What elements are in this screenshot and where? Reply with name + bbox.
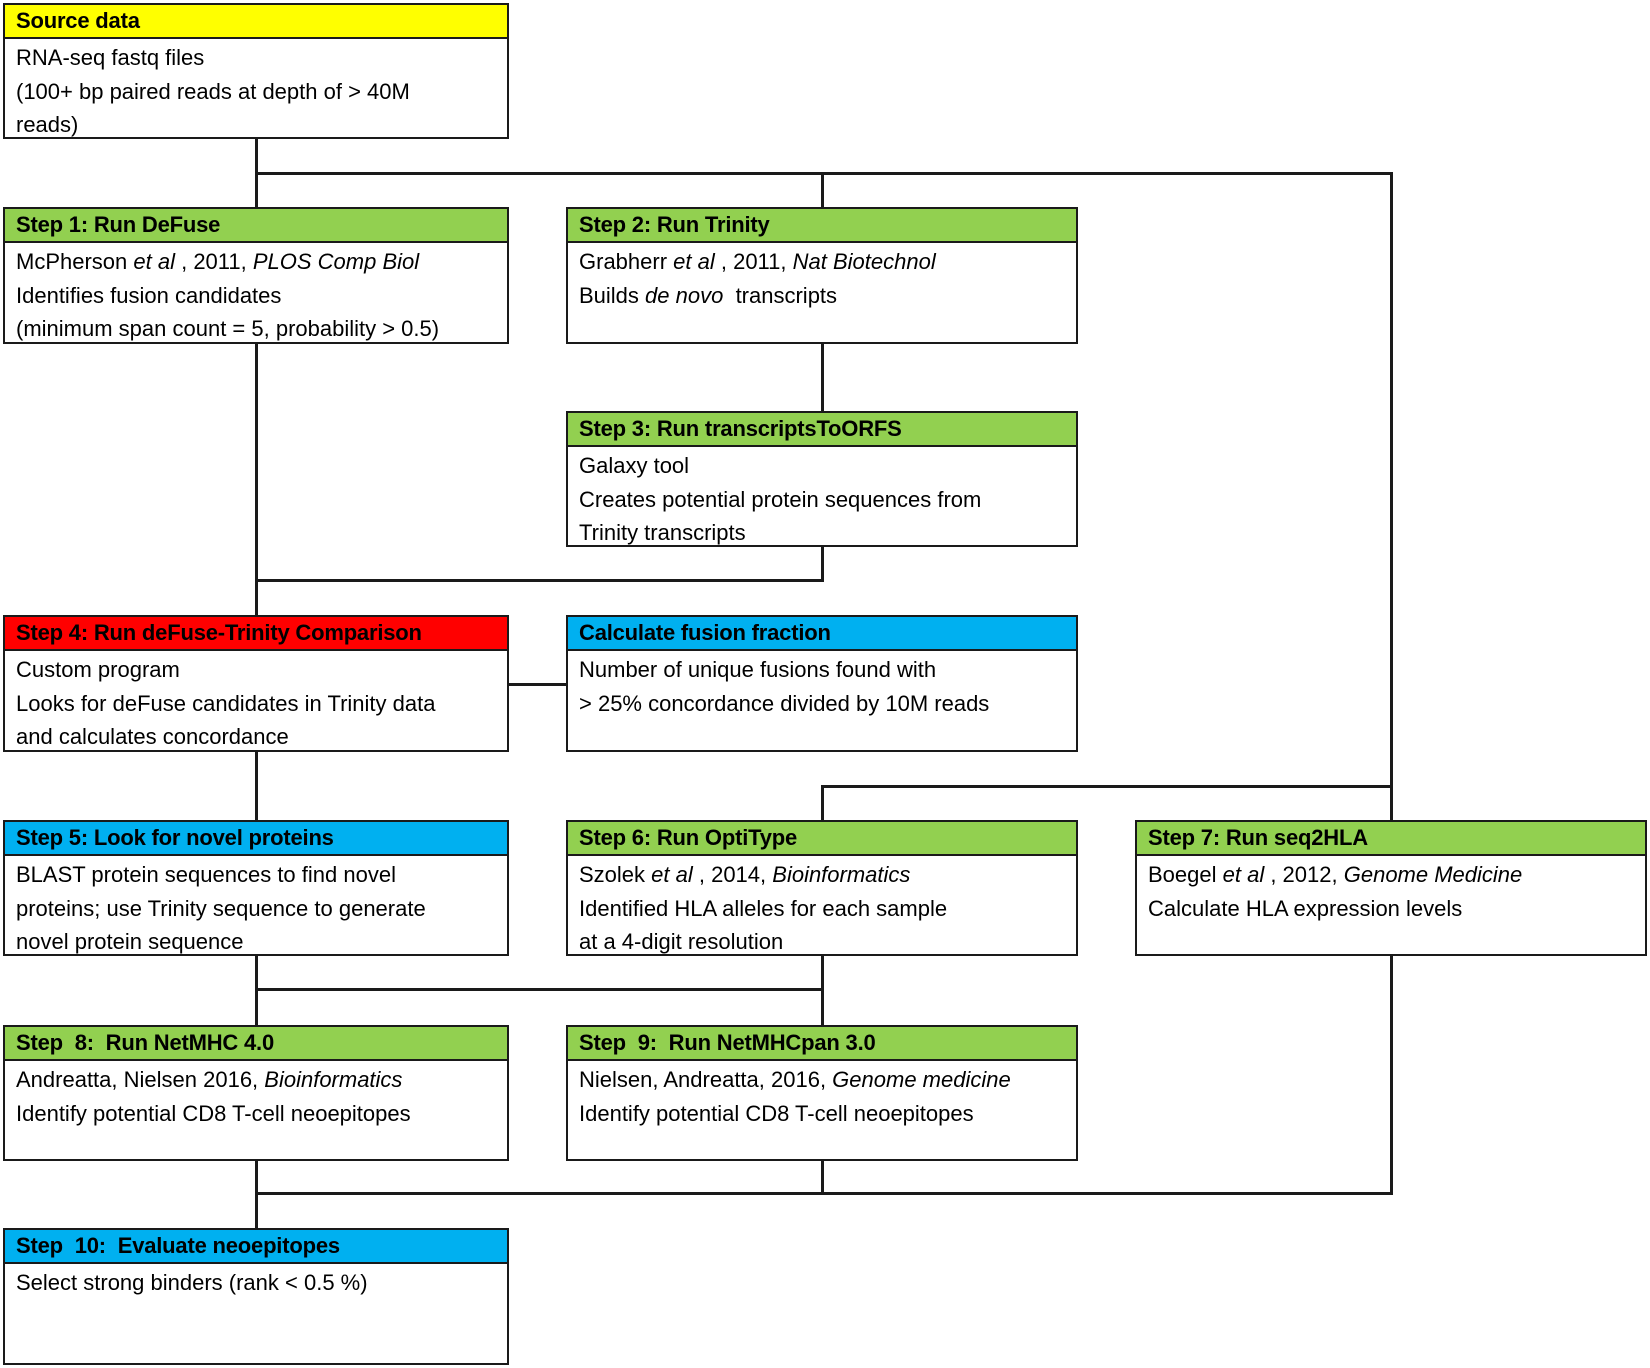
- step2-citation: Grabherr et al , 2011, Nat Biotechnol: [579, 245, 1076, 279]
- step3-line: Galaxy tool: [579, 453, 690, 478]
- source-data-line: (100+ bp paired reads at depth of > 40M: [16, 78, 410, 104]
- connector-step1-to-step4: [255, 342, 258, 617]
- step9-citation: Nielsen, Andreatta, 2016, Genome medicin…: [579, 1063, 1076, 1097]
- connector-step4-to-step5: [255, 750, 258, 822]
- citation-year: , 2014,: [692, 862, 773, 887]
- step6-box: Step 6: Run OptiType Szolek et al , 2014…: [566, 820, 1078, 956]
- step1-box: Step 1: Run DeFuse McPherson et al , 201…: [3, 207, 509, 344]
- desc-text: Builds: [579, 282, 646, 308]
- step3-box: Step 3: Run transcriptsToORFS Galaxy too…: [566, 411, 1078, 547]
- citation-year: , 2012,: [1264, 862, 1344, 887]
- connector-step3-down: [821, 545, 824, 581]
- step1-line: Identifies fusion candidates: [16, 282, 282, 308]
- step2-box: Step 2: Run Trinity Grabherr et al , 201…: [566, 207, 1078, 344]
- citation-year: , 2011,: [174, 249, 253, 274]
- step6-citation: Szolek et al , 2014, Bioinformatics: [579, 858, 1076, 892]
- step7-line: Calculate HLA expression levels: [1148, 895, 1463, 921]
- step5-header: Step 5: Look for novel proteins: [5, 822, 507, 856]
- source-data-header: Source data: [5, 5, 507, 39]
- step7-box: Step 7: Run seq2HLA Boegel et al , 2012,…: [1135, 820, 1647, 956]
- citation-journal: Nat Biotechnol: [792, 249, 936, 274]
- fusion-fraction-line: Number of unique fusions found with: [579, 657, 937, 682]
- step2-description: Builds de novo transcripts: [579, 279, 1076, 313]
- source-data-box: Source data RNA-seq fastq files (100+ bp…: [3, 3, 509, 139]
- source-data-line: reads): [16, 112, 79, 137]
- step5-line: novel protein sequence: [16, 929, 244, 954]
- step1-line: (minimum span count = 5, probability > 0…: [16, 316, 440, 341]
- citation-journal: Genome Medicine: [1343, 862, 1523, 887]
- citation-authors: Nielsen, Andreatta, 2016,: [579, 1067, 833, 1092]
- citation-etal: et al: [651, 862, 693, 887]
- step8-box: Step 8: Run NetMHC 4.0 Andreatta, Nielse…: [3, 1025, 509, 1161]
- connector-step3-merge: [255, 579, 824, 582]
- step8-header: Step 8: Run NetMHC 4.0: [5, 1027, 507, 1061]
- citation-author: McPherson: [16, 249, 134, 274]
- citation-etal: et al: [133, 249, 175, 274]
- step2-header: Step 2: Run Trinity: [568, 209, 1076, 243]
- step5-box: Step 5: Look for novel proteins BLAST pr…: [3, 820, 509, 956]
- step4-line: and calculates concordance: [16, 724, 289, 749]
- step3-line: Trinity transcripts: [579, 520, 746, 545]
- connector-merge-to-step10: [255, 1192, 1393, 1195]
- connector-step7-down: [1390, 954, 1393, 1195]
- fusion-fraction-box: Calculate fusion fraction Number of uniq…: [566, 615, 1078, 752]
- connector-step5-step6-link: [255, 988, 824, 991]
- connector-source-branch: [255, 172, 1393, 175]
- step6-line: Identified HLA alleles for each sample: [579, 895, 948, 921]
- citation-etal: et al: [1222, 862, 1265, 887]
- connector-to-step2: [821, 172, 824, 209]
- citation-year: , 2011,: [714, 249, 793, 274]
- step3-line: Creates potential protein sequences from: [579, 486, 982, 512]
- connector-right-trunk: [1390, 172, 1393, 822]
- desc-italic: de novo: [645, 282, 724, 308]
- connector-step9-down: [821, 1158, 824, 1195]
- citation-journal: Genome medicine: [832, 1067, 1011, 1092]
- step7-header: Step 7: Run seq2HLA: [1137, 822, 1645, 856]
- connector-to-step6: [821, 785, 824, 822]
- step7-citation: Boegel et al , 2012, Genome Medicine: [1148, 858, 1645, 892]
- connector-step5-to-step8: [255, 954, 258, 1027]
- step9-header: Step 9: Run NetMHCpan 3.0: [568, 1027, 1076, 1061]
- connector-step6-to-step9: [821, 954, 824, 1027]
- step5-line: BLAST protein sequences to find novel: [16, 862, 396, 887]
- step8-line: Identify potential CD8 T-cell neoepitope…: [16, 1100, 411, 1126]
- step10-box: Step 10: Evaluate neoepitopes Select str…: [3, 1228, 509, 1365]
- citation-journal: PLOS Comp Biol: [252, 249, 420, 274]
- step6-line: at a 4-digit resolution: [579, 929, 784, 954]
- step10-header: Step 10: Evaluate neoepitopes: [5, 1230, 507, 1264]
- step4-line: Looks for deFuse candidates in Trinity d…: [16, 690, 436, 716]
- step4-box: Step 4: Run deFuse-Trinity Comparison Cu…: [3, 615, 509, 752]
- fusion-fraction-line: > 25% concordance divided by 10M reads: [579, 690, 990, 716]
- connector-trunk-to-step6: [821, 785, 1393, 788]
- connector-step4-to-fraction: [507, 683, 568, 686]
- citation-author: Grabherr: [579, 249, 674, 274]
- step5-line: proteins; use Trinity sequence to genera…: [16, 895, 426, 921]
- step3-header: Step 3: Run transcriptsToORFS: [568, 413, 1076, 447]
- step9-line: Identify potential CD8 T-cell neoepitope…: [579, 1100, 974, 1126]
- citation-etal: et al: [673, 249, 715, 274]
- citation-journal: Bioinformatics: [264, 1067, 403, 1092]
- connector-step8-to-step10: [255, 1158, 258, 1230]
- step1-header: Step 1: Run DeFuse: [5, 209, 507, 243]
- step4-header: Step 4: Run deFuse-Trinity Comparison: [5, 617, 507, 651]
- citation-authors: Andreatta, Nielsen 2016,: [16, 1067, 265, 1092]
- connector-step2-to-step3: [821, 342, 824, 412]
- step1-citation: McPherson et al , 2011, PLOS Comp Biol: [16, 245, 507, 279]
- step10-line: Select strong binders (rank < 0.5 %): [16, 1270, 368, 1295]
- citation-author: Boegel: [1148, 862, 1223, 887]
- step8-citation: Andreatta, Nielsen 2016, Bioinformatics: [16, 1063, 507, 1097]
- step6-header: Step 6: Run OptiType: [568, 822, 1076, 856]
- citation-author: Szolek: [579, 862, 652, 887]
- fusion-fraction-header: Calculate fusion fraction: [568, 617, 1076, 651]
- desc-text: transcripts: [723, 282, 838, 308]
- source-data-line: RNA-seq fastq files: [16, 45, 205, 70]
- step9-box: Step 9: Run NetMHCpan 3.0 Nielsen, Andre…: [566, 1025, 1078, 1161]
- step4-line: Custom program: [16, 657, 180, 682]
- citation-journal: Bioinformatics: [772, 862, 911, 887]
